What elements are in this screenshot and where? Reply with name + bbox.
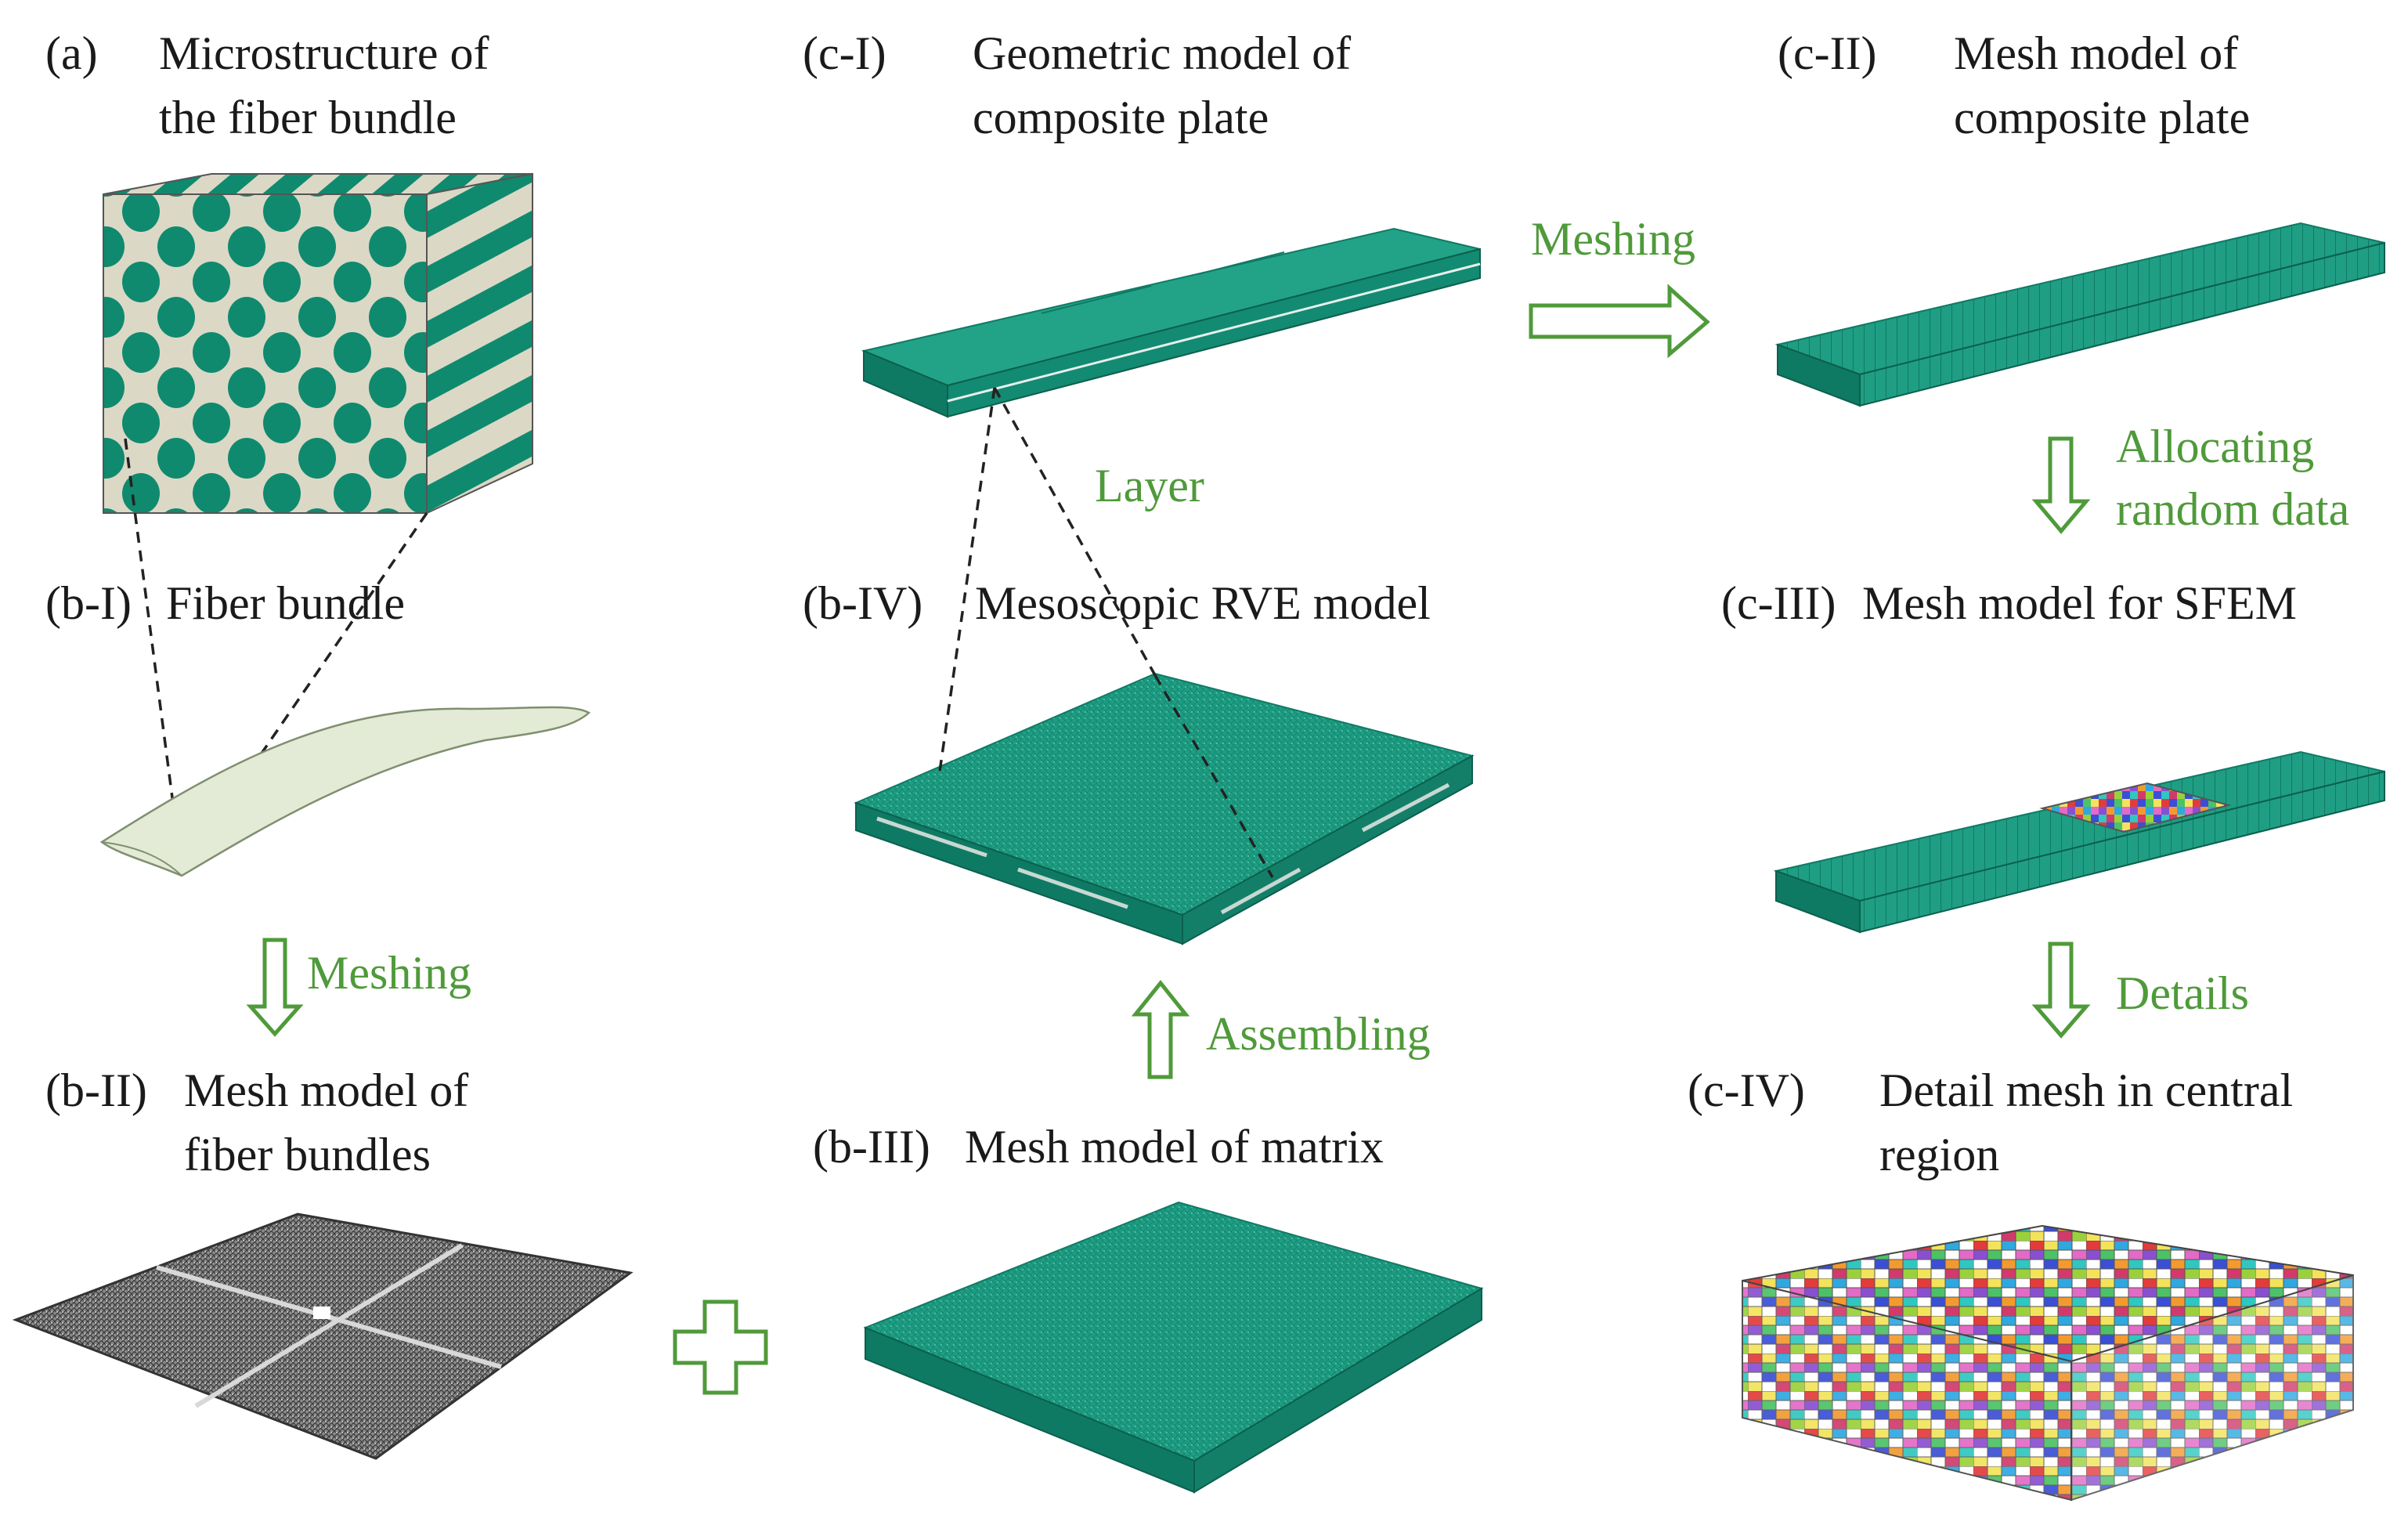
zoom-line-plate-left (938, 387, 996, 772)
layer-label: Layer (1095, 460, 1204, 511)
meshing-left-label: Meshing (307, 947, 471, 999)
panel-b3-title: Mesh model of matrix (965, 1121, 1384, 1173)
panel-c3-tag: (c-III) (1721, 577, 1836, 629)
panel-c2: (c-II) Mesh model of composite plate (1774, 27, 2385, 407)
assembling-label: Assembling (1206, 1008, 1431, 1060)
panel-b2: (b-II) Mesh model of fiber bundles (12, 1064, 634, 1460)
fiber-bundle-mesh (12, 1213, 634, 1460)
meshing-arrow-left: Meshing (246, 938, 471, 1037)
panel-b1: (b-I) Fiber bundle (45, 577, 591, 877)
panel-c1-title-line2: composite plate (973, 92, 1269, 143)
details-label: Details (2116, 967, 2249, 1019)
panel-b2-title-line2: fiber bundles (184, 1129, 431, 1180)
up-arrow-icon (1131, 979, 1190, 1079)
panel-b4-title: Mesoscopic RVE model (975, 577, 1431, 629)
panel-b3: (b-III) Mesh model of matrix (813, 1121, 1484, 1494)
details-arrow: Details (2031, 942, 2249, 1039)
right-arrow-icon (1529, 284, 1710, 359)
central-region-detail-mesh (1742, 1224, 2354, 1502)
composite-plate-geometry (861, 227, 1481, 418)
zoom-line-plate-right (993, 387, 1157, 676)
panel-c1: (c-I) Geometric model of composite plate (803, 27, 1481, 418)
matrix-mesh-plate (863, 1201, 1484, 1494)
panel-b4: (b-IV) Mesoscopic RVE model (803, 577, 1475, 945)
allocating-label-line1: Allocating (2116, 421, 2314, 472)
panel-c4: (c-IV) Detail mesh in central region (1688, 1064, 2354, 1502)
panel-c1-title-line1: Geometric model of (973, 27, 1351, 79)
panel-c2-title-line1: Mesh model of (1954, 27, 2238, 79)
panel-b3-tag: (b-III) (813, 1121, 930, 1173)
sfem-mesh-plate (1773, 750, 2385, 934)
zoom-line-rve-inner (1153, 674, 1274, 878)
composite-plate-mesh (1774, 222, 2385, 407)
plus-icon (673, 1299, 768, 1395)
panel-c2-title-line2: composite plate (1954, 92, 2250, 143)
panel-b2-title-line1: Mesh model of (184, 1064, 468, 1116)
panel-c4-title-line2: region (1879, 1129, 1999, 1180)
fiber-bundle-shape (99, 706, 591, 877)
panel-c1-tag: (c-I) (803, 27, 886, 79)
panel-a-tag: (a) (45, 27, 98, 79)
zoom-line-a-left (124, 438, 183, 870)
assembling-arrow: Assembling (1131, 979, 1431, 1079)
panel-a-title-line1: Microstructure of (159, 27, 489, 79)
meshing-top-label: Meshing (1531, 213, 1695, 265)
down-arrow-icon (2031, 436, 2091, 534)
panel-b1-tag: (b-I) (45, 577, 132, 629)
panel-b2-tag: (b-II) (45, 1064, 147, 1116)
rve-model-plate (854, 672, 1475, 945)
fiber-microstructure-cube (103, 172, 533, 515)
panel-c4-tag: (c-IV) (1688, 1064, 1805, 1116)
panel-b1-title: Fiber bundle (166, 577, 405, 629)
panel-c3: (c-III) Mesh model for SFEM (1721, 577, 2385, 934)
panel-c3-title: Mesh model for SFEM (1862, 577, 2297, 629)
panel-c2-tag: (c-II) (1778, 27, 1877, 79)
down-arrow-icon (2031, 942, 2091, 1039)
panel-a-title-line2: the fiber bundle (159, 92, 457, 143)
panel-b4-tag: (b-IV) (803, 577, 922, 629)
allocating-label-line2: random data (2116, 483, 2349, 535)
meshing-arrow-top: Meshing (1529, 213, 1710, 359)
panel-c4-title-line1: Detail mesh in central (1879, 1064, 2293, 1116)
panel-a: (a) Microstructure of the fiber bundle (45, 27, 533, 515)
down-arrow-icon (246, 938, 304, 1037)
allocating-arrow: Allocating random data (2031, 421, 2349, 535)
